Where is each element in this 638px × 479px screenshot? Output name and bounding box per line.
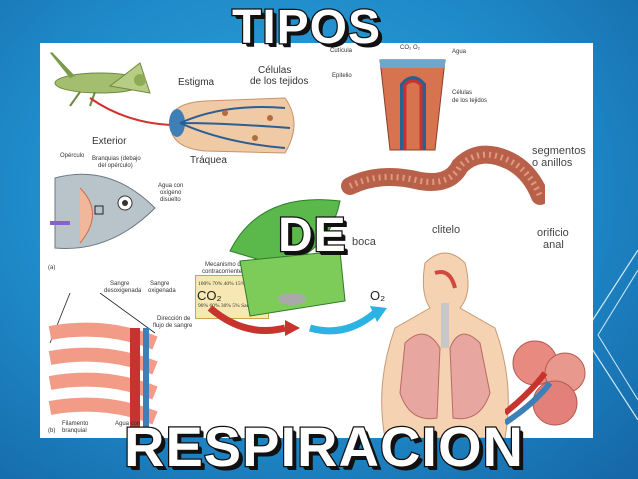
table-row-agua: 100% 70% 40% 15% Agua	[198, 281, 259, 287]
label-co2-o2: CO₂ O₂	[400, 45, 420, 51]
skin-tissue-illustration	[379, 59, 446, 151]
human-lungs-illustration	[381, 252, 509, 438]
label-agua-oxigeno: Agua con	[158, 183, 184, 189]
grasshopper-illustration	[50, 52, 151, 107]
earthworm-illustration	[341, 145, 545, 205]
label-orificio-2: anal	[543, 239, 564, 251]
alveoli-illustration	[505, 340, 586, 426]
fish-head-illustration	[50, 173, 156, 249]
label-operculo: Opérculo	[60, 153, 85, 159]
label-o2-leaf: O₂	[370, 288, 386, 303]
title-line-2: DE	[277, 208, 347, 264]
label-fig-a: (a)	[48, 265, 56, 271]
illustration-panel: Estigma Células de los tejidos Exterior …	[40, 43, 593, 438]
label-direccion-2: flujo de sangre	[153, 323, 193, 329]
label-segmentos-2: o anillos	[532, 157, 573, 169]
label-branquias: Branquias (debajo	[92, 156, 141, 162]
label-celulas-skin-2: de los tejidos	[452, 98, 488, 104]
leaf-illustration	[229, 199, 346, 317]
label-celulas-skin: Células	[452, 90, 473, 96]
label-epitelio: Epitelio	[332, 73, 352, 79]
trachea-tissue-illustration	[169, 97, 295, 154]
label-fig-b: (b)	[48, 428, 56, 434]
label-sangre-desox-2: desoxigenada	[104, 288, 142, 294]
label-boca: boca	[352, 236, 376, 248]
label-agua-con: Agua con	[115, 421, 141, 427]
label-estigma: Estigma	[178, 77, 215, 88]
gas-exchange-arrows	[207, 305, 387, 336]
label-cuticula: Cutícula	[330, 48, 353, 54]
label-agua-skin: Agua	[452, 49, 467, 55]
label-direccion: Dirección de	[157, 316, 191, 322]
label-filamento: Filamento	[62, 421, 89, 427]
label-co2-leaf: CO₂	[197, 288, 222, 303]
label-mecanismo: Mecanismo de	[205, 262, 245, 268]
label-traquea: Tráquea	[190, 155, 227, 166]
label-agua-oxigeno-2: oxígeno	[160, 190, 182, 196]
title-line-3: RESPIRACION	[123, 414, 524, 479]
label-clitelo: clitelo	[432, 224, 461, 236]
label-celulas-2: de los tejidos	[250, 76, 309, 87]
label-sangre-ox: Sangre	[150, 281, 170, 287]
label-celulas: Células	[258, 65, 292, 76]
label-orificio: orificio	[537, 227, 569, 239]
label-sangre-ox-2: oxigenada	[148, 288, 176, 294]
label-segmentos: segmentos	[532, 145, 586, 157]
label-exterior: Exterior	[92, 136, 127, 147]
label-branquias-2: del opérculo)	[98, 163, 133, 169]
label-contracorriente: contracorriente	[202, 269, 243, 275]
label-agua-oxigeno-3: disuelto	[160, 197, 181, 203]
title-line-1: TIPOS	[231, 0, 382, 55]
label-sangre-desox: Sangre	[110, 281, 130, 287]
gill-filament-illustration	[48, 293, 158, 428]
label-filamento-2: branquial	[62, 428, 87, 434]
table-row-sangre: 90% 60% 30% 5% Sangre	[198, 303, 257, 309]
